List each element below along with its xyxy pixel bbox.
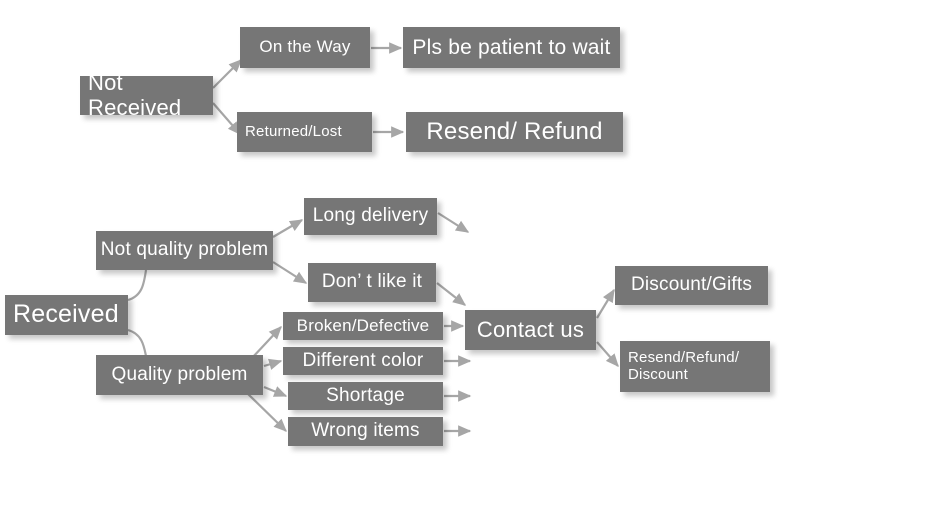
edge-notreceived-returnedlost (212, 102, 241, 135)
node-dont-like-it[interactable]: Don’ t like it (308, 263, 436, 302)
edge-quality-differentcolor (263, 358, 283, 370)
node-pls-be-patient[interactable]: Pls be patient to wait (403, 27, 620, 68)
node-wrong-items[interactable]: Wrong items (288, 417, 443, 446)
node-returned-lost[interactable]: Returned/Lost (237, 112, 372, 152)
edge-notreceived-ontheway (212, 59, 242, 89)
node-resend-refund[interactable]: Resend/ Refund (406, 112, 623, 152)
edge-dontlike-contact (436, 282, 467, 306)
node-broken-defective[interactable]: Broken/Defective (283, 312, 443, 340)
edge-contact-resendrefunddiscount (596, 341, 619, 367)
edge-quality-wrongitems (247, 393, 287, 432)
node-not-received[interactable]: Not Received (80, 71, 213, 119)
node-on-the-way[interactable]: On the Way (240, 27, 370, 68)
node-resend-refund-discount[interactable]: Resend/Refund/ Discount (620, 341, 770, 392)
node-different-color[interactable]: Different color (283, 347, 443, 375)
edge-notquality-dontlike (272, 261, 308, 284)
node-quality-problem[interactable]: Quality problem (96, 355, 263, 395)
node-shortage[interactable]: Shortage (288, 382, 443, 410)
edge-longdelivery-contact (437, 212, 470, 233)
node-long-delivery[interactable]: Long delivery (304, 198, 437, 235)
edge-received-notquality (127, 269, 148, 302)
edge-contact-discountgifts (596, 288, 615, 319)
edge-received-quality (127, 328, 148, 357)
node-contact-us[interactable]: Contact us (465, 310, 596, 350)
node-not-quality-problem[interactable]: Not quality problem (96, 231, 273, 270)
edge-quality-shortage (263, 385, 288, 398)
edge-notquality-longdelivery (272, 219, 304, 238)
node-received[interactable]: Received (5, 295, 128, 335)
edge-quality-broken (251, 326, 282, 359)
node-discount-gifts[interactable]: Discount/Gifts (615, 266, 768, 305)
